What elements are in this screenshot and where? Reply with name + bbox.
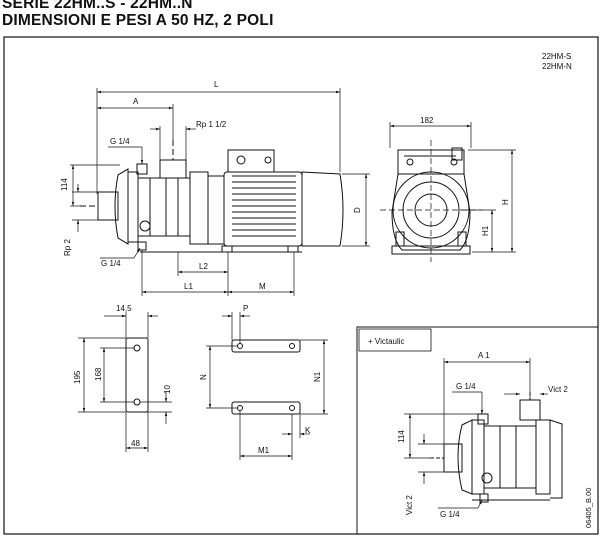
- drawing-code: 06405_B.00: [584, 488, 593, 528]
- title-line-1: SERIE 22HM..S - 22HM..N: [2, 0, 193, 12]
- model-label-s: 22HM-S: [542, 52, 571, 61]
- drawing-frame: [3, 36, 599, 535]
- vict-dim-Vict2-side: Vict 2: [405, 495, 414, 515]
- dim-K: K: [305, 426, 311, 435]
- dim-M1: M1: [258, 446, 270, 455]
- side-dimensions: [70, 88, 370, 296]
- victaulic-pump-view: [430, 392, 563, 503]
- dim-14-5: 14,5: [116, 304, 132, 313]
- dim-H1: H1: [481, 225, 490, 236]
- dim-P: P: [243, 304, 248, 313]
- vict-dim-Vict2-top: Vict 2: [548, 385, 568, 394]
- dim-L2: L2: [199, 262, 208, 271]
- vict-dim-114: 114: [397, 430, 406, 443]
- dim-114: 114: [60, 178, 69, 191]
- dim-H: H: [501, 199, 510, 205]
- dim-182: 182: [420, 116, 434, 125]
- dim-L: L: [214, 80, 219, 89]
- dim-A: A: [133, 97, 139, 106]
- vict-dim-G14-top: G 1/4: [456, 382, 476, 391]
- victaulic-title-box: [358, 328, 432, 352]
- victaulic-dims: [404, 358, 548, 509]
- foot-plan-right: [231, 339, 301, 415]
- victaulic-inset-frame: [356, 326, 599, 535]
- dim-M: M: [259, 282, 266, 291]
- vict-dim-A1: A 1: [478, 351, 490, 360]
- pump-side-view: [80, 140, 344, 253]
- dim-G14-bottom: G 1/4: [101, 259, 121, 268]
- dim-N1: N1: [313, 371, 322, 382]
- vict-dim-G14-bottom: G 1/4: [440, 510, 460, 519]
- dim-48: 48: [131, 439, 140, 448]
- dim-G14-top: G 1/4: [110, 137, 130, 146]
- foot-plan-left: [125, 337, 149, 413]
- dim-Rp2: Rp 2: [63, 239, 72, 256]
- dim-Rp: Rp 1 1/2: [196, 120, 227, 129]
- dim-N: N: [199, 374, 208, 380]
- dim-168: 168: [94, 367, 103, 381]
- foot-plan-right-dims: [206, 312, 328, 460]
- dim-D: D: [353, 207, 362, 213]
- front-dimensions: [380, 122, 516, 262]
- title-line-2: DIMENSIONI E PESI A 50 HZ, 2 POLI: [2, 12, 274, 29]
- dim-L1: L1: [184, 282, 193, 291]
- model-label-n: 22HM-N: [542, 62, 572, 71]
- dim-10: 10: [163, 385, 172, 394]
- victaulic-title: + Victaulic: [368, 337, 405, 346]
- dim-195: 195: [73, 370, 82, 384]
- foot-plan-left-dims: [78, 312, 172, 452]
